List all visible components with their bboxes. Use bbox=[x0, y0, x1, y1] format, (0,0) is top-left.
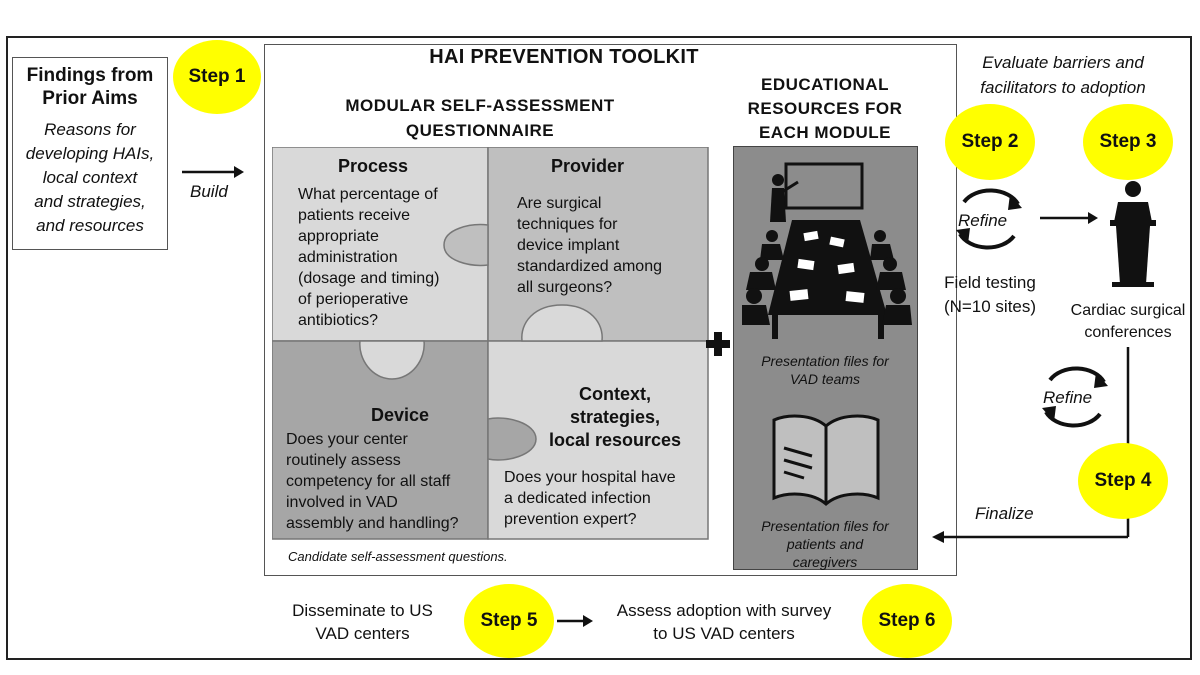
assess-adoption-label: Assess adoption with survey to US VAD ce… bbox=[616, 601, 832, 643]
vad-teams-caption: Presentation files for VAD teams bbox=[761, 353, 889, 387]
context-question: Does your hospital have a dedicated infe… bbox=[504, 469, 676, 528]
arrow-to-assess bbox=[557, 615, 593, 627]
finalize-label: Finalize bbox=[975, 504, 1034, 523]
findings-body: Reasons for developing HAIs, local conte… bbox=[25, 120, 155, 235]
disseminate-label: Disseminate to US VAD centers bbox=[292, 601, 433, 643]
refine-cycle-icon bbox=[956, 188, 1022, 250]
build-arrow bbox=[182, 166, 244, 178]
toolkit-title: HAI PREVENTION TOOLKIT bbox=[429, 46, 699, 68]
puzzle-tab-device bbox=[487, 417, 537, 461]
outer-frame bbox=[6, 36, 1192, 660]
refine-label-1: Refine bbox=[958, 211, 1008, 230]
device-question: Does your center routinely assess compet… bbox=[286, 431, 459, 532]
educational-resources-heading: EDUCATIONAL RESOURCES FOR EACH MODULE bbox=[747, 75, 903, 142]
device-title: Device bbox=[371, 405, 430, 425]
puzzle-tab-context-top bbox=[521, 304, 603, 342]
field-testing-label: Field testing (N=10 sites) bbox=[943, 273, 1037, 316]
step-3-badge: Step 3 bbox=[1083, 104, 1173, 180]
provider-title: Provider bbox=[551, 156, 625, 176]
provider-question: Are surgical techniques for device impla… bbox=[517, 195, 662, 296]
puzzle-tab-process-bottom bbox=[359, 340, 425, 380]
step-6-badge: Step 6 bbox=[862, 584, 952, 658]
speaker-podium-icon bbox=[1110, 181, 1156, 287]
plus-icon bbox=[706, 332, 730, 356]
step-1-badge: Step 1 bbox=[173, 40, 261, 114]
arrow-to-step-3 bbox=[1040, 212, 1098, 224]
step-2-badge: Step 2 bbox=[945, 104, 1035, 180]
process-question: What percentage of patients receive appr… bbox=[298, 186, 440, 329]
puzzle-graphic bbox=[272, 147, 709, 540]
process-title: Process bbox=[338, 156, 409, 176]
questionnaire-heading: MODULAR SELF-ASSESSMENT QUESTIONNAIRE bbox=[345, 96, 615, 140]
step-4-badge: Step 4 bbox=[1078, 443, 1168, 519]
refine-label-2: Refine bbox=[1043, 388, 1093, 407]
step-5-badge: Step 5 bbox=[464, 584, 554, 658]
findings-box: Findings from Prior Aims Reasons for dev… bbox=[12, 57, 168, 250]
build-label: Build bbox=[190, 182, 228, 201]
puzzle-tab-provider bbox=[443, 223, 489, 267]
toolkit-caption: Candidate self-assessment questions. bbox=[288, 549, 508, 564]
open-book-icon bbox=[772, 414, 880, 506]
conferences-label: Cardiac surgical conferences bbox=[1070, 302, 1186, 341]
evaluate-heading: Evaluate barriers and facilitators to ad… bbox=[980, 53, 1146, 97]
patients-caption: Presentation files for patients and care… bbox=[761, 518, 889, 570]
findings-title: Findings from Prior Aims bbox=[26, 65, 154, 109]
meeting-presentation-icon bbox=[742, 162, 912, 339]
context-title: Context, strategies, local resources bbox=[548, 384, 682, 450]
refine-cycle-icon-2 bbox=[1042, 366, 1108, 428]
